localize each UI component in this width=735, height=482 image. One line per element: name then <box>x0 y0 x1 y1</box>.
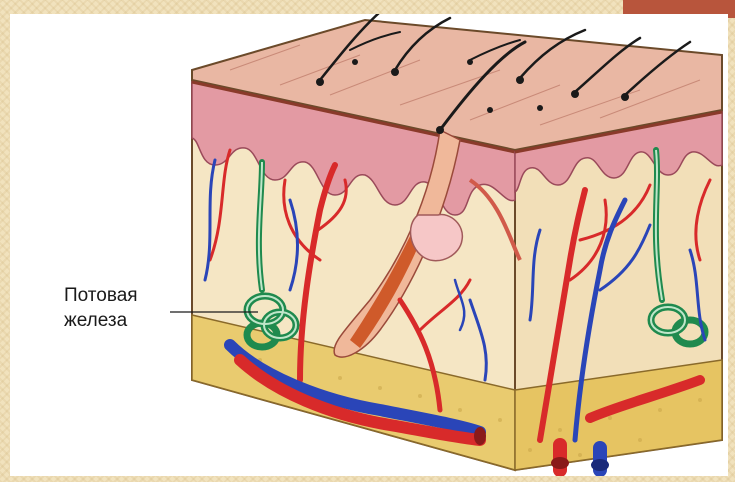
sebaceous-gland <box>411 215 463 261</box>
skin-cross-section-illustration <box>10 14 728 476</box>
vein-cut-end-bottom <box>591 459 609 471</box>
sweat-gland-label-line-2: железа <box>64 308 138 333</box>
illustration-canvas <box>10 14 728 476</box>
artery-cut-end-front <box>474 427 486 445</box>
sweat-gland-label-line-1: Потовая <box>64 283 138 308</box>
sweat-gland-label: Потовая железа <box>64 283 138 333</box>
artery-cut-end-bottom <box>551 457 569 469</box>
